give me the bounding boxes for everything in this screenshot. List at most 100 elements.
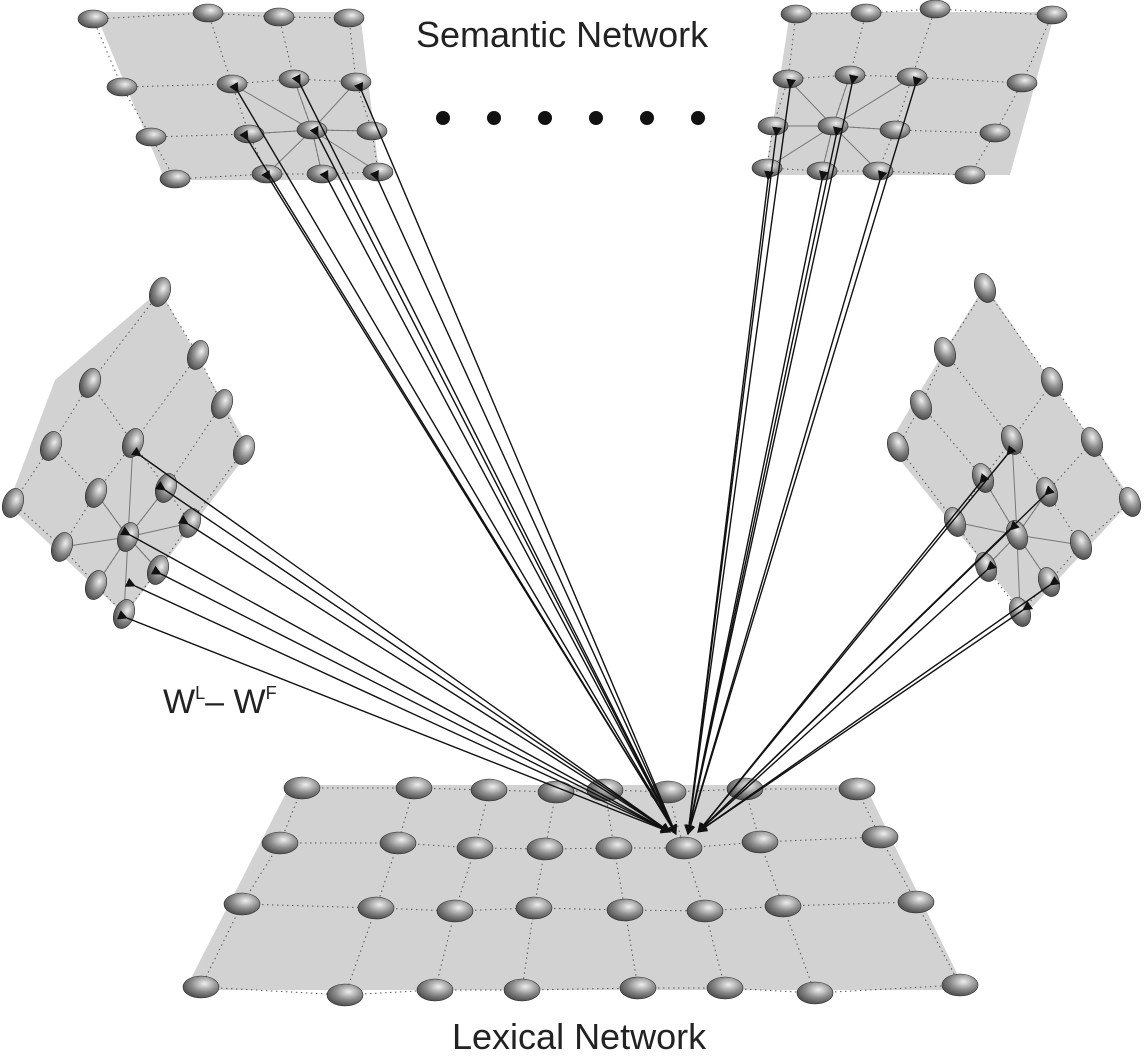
feedforward-connection — [684, 170, 829, 835]
grid-line — [207, 12, 280, 18]
neuron-node — [941, 973, 979, 997]
neuron-node — [772, 69, 804, 89]
semantic-map-top-left — [95, 12, 380, 180]
ellipsis-dot — [691, 111, 705, 125]
ellipsis-dot — [640, 111, 654, 125]
weight-base-2: W — [233, 683, 266, 721]
grid-line — [1080, 501, 1131, 546]
feedforward-connection — [685, 126, 843, 835]
grid-line — [915, 901, 961, 986]
neuron-node — [333, 8, 365, 28]
neuron-node — [606, 898, 644, 922]
neuron-node — [84, 478, 108, 508]
grid-line — [344, 907, 377, 996]
grid-line — [174, 173, 268, 180]
grid-line — [984, 287, 1053, 383]
neuron-node — [135, 127, 167, 147]
neuron-node — [503, 978, 541, 1002]
grid-line — [782, 901, 917, 907]
grid-line — [894, 129, 996, 134]
neuron-node — [879, 120, 911, 140]
neuron-node — [850, 3, 882, 23]
feedforward-connections-layer — [116, 73, 1061, 835]
grid-line — [200, 903, 243, 988]
neuron-node — [896, 67, 928, 87]
neuron-node — [1069, 530, 1093, 560]
weight-separator: – — [205, 683, 234, 721]
neuron-node — [356, 121, 388, 141]
weight-difference-label: WL– WF — [163, 683, 277, 722]
feedforward-connection — [130, 446, 671, 833]
weight-sup-2: F — [265, 683, 277, 703]
neuron-node — [50, 532, 74, 562]
grid-line — [121, 83, 233, 88]
ellipsis-dot — [538, 111, 552, 125]
neuron-node — [834, 65, 866, 85]
grid-line — [95, 584, 125, 615]
neuron-node — [1040, 367, 1064, 397]
neuron-node — [357, 896, 395, 920]
grid-line — [89, 291, 161, 384]
grid-line — [165, 403, 223, 489]
feedforward-connection — [319, 169, 677, 835]
neuron-node — [764, 894, 802, 918]
grid-line — [1011, 381, 1053, 441]
neuron-node — [379, 831, 417, 855]
grid-line — [920, 404, 984, 479]
neuron-node — [1, 488, 25, 518]
neuron-node — [526, 837, 564, 861]
neuron-node — [436, 899, 474, 923]
neuron-node — [619, 976, 657, 1000]
grid-line — [150, 133, 250, 138]
grid-line — [12, 502, 63, 548]
neuron-node — [416, 978, 454, 1002]
grid-line — [704, 910, 726, 989]
grid-line — [782, 905, 816, 994]
neuron-node — [326, 983, 364, 1007]
neuron-node — [78, 368, 102, 398]
neuron-node — [665, 836, 703, 860]
grid-line — [624, 909, 639, 989]
feedforward-connection — [684, 170, 774, 835]
feedforward-connection — [685, 74, 859, 835]
feedforward-connection — [291, 73, 677, 835]
neuron-node — [861, 825, 899, 849]
grid-line — [61, 546, 97, 586]
grid-line — [200, 986, 346, 996]
neuron-node — [362, 162, 394, 182]
grid-line — [132, 354, 199, 444]
feedforward-connection — [685, 76, 923, 835]
neuron-node — [192, 3, 224, 23]
neuron-node — [106, 77, 138, 97]
neuron-node — [979, 123, 1011, 143]
semantic-map-top-right — [765, 12, 1055, 175]
neuron-node — [456, 836, 494, 860]
neuron-node — [77, 9, 109, 29]
neuron-node — [186, 340, 210, 370]
neuron-node — [897, 890, 935, 914]
grid-line — [795, 12, 867, 15]
neuron-node — [1036, 5, 1068, 25]
semantic-network-label: Semantic Network — [416, 14, 709, 55]
grid-line — [759, 836, 881, 843]
grid-line — [944, 351, 1013, 441]
grid-line — [159, 291, 199, 356]
lateral-connection — [61, 536, 129, 550]
neuron-node — [283, 776, 321, 800]
grid-line — [278, 16, 350, 19]
feedforward-connection — [309, 125, 677, 835]
lexical-network-plane — [185, 785, 965, 990]
neuron-node — [706, 976, 744, 1000]
neuron-node — [1118, 487, 1142, 517]
neuron-node — [261, 831, 299, 855]
grid-line — [521, 907, 535, 991]
neuron-node — [515, 896, 553, 920]
grid-line — [434, 910, 456, 991]
feedforward-connection — [354, 81, 678, 835]
neuron-node — [84, 570, 108, 600]
neuron-node — [1006, 73, 1038, 93]
ellipsis-dot — [589, 111, 603, 125]
neuron-node — [216, 74, 248, 94]
neuron-node — [741, 830, 779, 854]
